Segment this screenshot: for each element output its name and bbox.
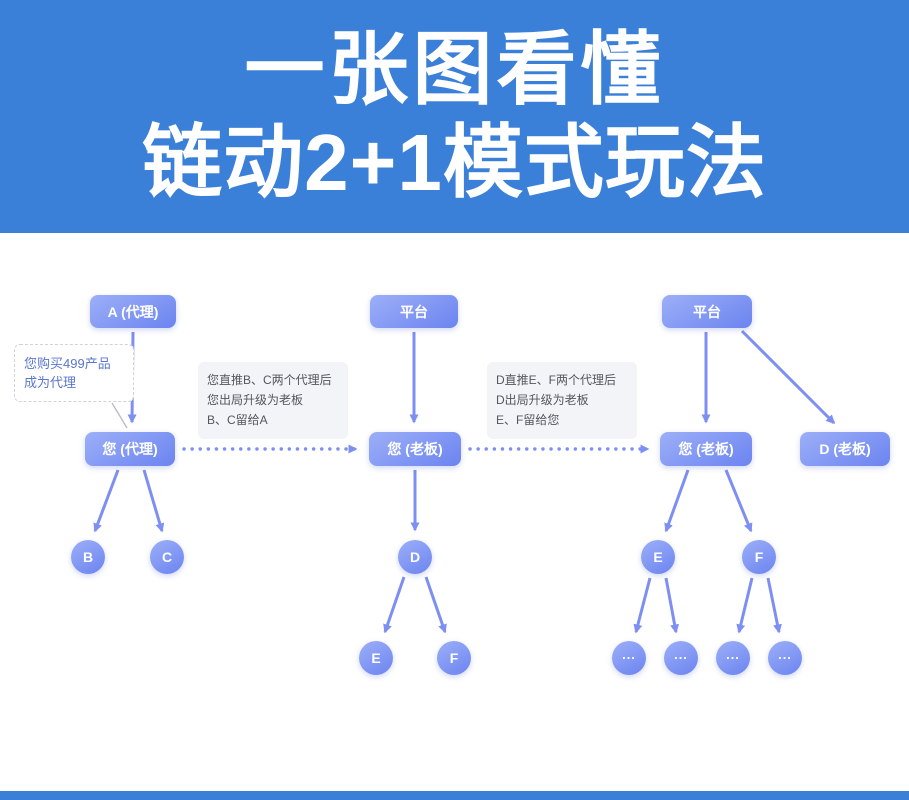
- purchase-note: 您购买499产品 成为代理: [14, 344, 134, 402]
- node-platform-3: 平台: [662, 295, 752, 328]
- node-f-2: F: [437, 641, 471, 675]
- node-more-4: ...: [768, 641, 802, 675]
- arrow-d-to-e: [383, 576, 406, 634]
- transition-note-1-line-3: B、C留给A: [207, 412, 268, 427]
- transition-note-1: 您直推B、C两个代理后 您出局升级为老板 B、C留给A: [198, 362, 348, 440]
- arrow-f3-to-more-4: [766, 577, 782, 634]
- purchase-note-line-2: 成为代理: [24, 375, 77, 390]
- arrow-you-to-b: [93, 469, 120, 533]
- title-banner: 一张图看懂 链动2+1模式玩法: [0, 0, 909, 233]
- transition-note-2: D直推E、F两个代理后 D出局升级为老板 E、F留给您: [487, 362, 637, 440]
- arrow-e3-to-more-2: [664, 577, 680, 634]
- transition-note-2-line-1: D直推E、F两个代理后: [496, 373, 617, 387]
- node-a-agent: A (代理): [90, 295, 176, 328]
- node-e-2: E: [359, 641, 393, 675]
- title-line-1: 一张图看懂: [244, 24, 665, 114]
- node-e-3: E: [641, 540, 675, 574]
- purchase-note-line-1: 您购买499产品: [24, 355, 111, 371]
- node-more-2: ...: [664, 641, 698, 675]
- arrow-you3-to-e: [664, 469, 690, 533]
- node-you-boss-2: 您 (老板): [369, 432, 461, 466]
- transition-note-2-line-3: E、F留给您: [496, 412, 560, 427]
- line-note-to-you: [111, 402, 128, 429]
- arrow-you-to-c: [142, 469, 165, 533]
- transition-note-1-line-2: 您出局升级为老板: [207, 392, 304, 407]
- node-f-3: F: [742, 540, 776, 574]
- arrow-platform-to-d-boss: [740, 329, 836, 425]
- arrow-you3-to-f: [724, 469, 753, 533]
- node-more-1: ...: [612, 641, 646, 675]
- arrow-e3-to-more-1: [633, 577, 652, 634]
- transition-note-2-line-2: D出局升级为老板: [496, 392, 589, 407]
- node-more-3: ...: [716, 641, 750, 675]
- arrow-f3-to-more-3: [736, 577, 754, 634]
- bottom-accent-strip: [0, 791, 909, 800]
- transition-note-1-line-1: 您直推B、C两个代理后: [207, 373, 332, 387]
- arrow-d-to-f: [424, 576, 447, 634]
- node-you-agent: 您 (代理): [85, 432, 175, 466]
- node-d-boss: D (老板): [800, 432, 890, 466]
- title-line-2: 链动2+1模式玩法: [142, 117, 767, 207]
- node-b: B: [71, 540, 105, 574]
- node-c: C: [150, 540, 184, 574]
- node-platform-2: 平台: [370, 295, 458, 328]
- node-d: D: [398, 540, 432, 574]
- node-you-boss-3: 您 (老板): [660, 432, 752, 466]
